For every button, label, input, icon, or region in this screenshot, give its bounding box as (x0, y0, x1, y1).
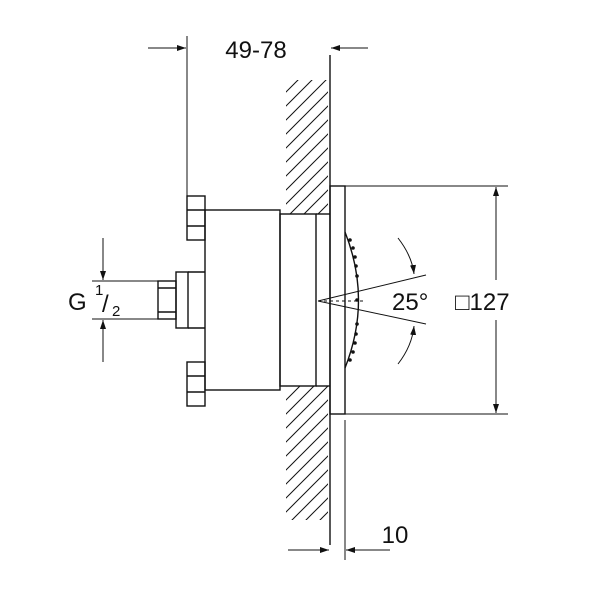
wall-hatch-bottom (286, 386, 328, 520)
angle-arrow-lower (397, 325, 417, 365)
cover-plate (329, 185, 346, 415)
spray-line-lower (317, 300, 427, 325)
spray-angle (317, 237, 427, 365)
spray-line-upper (317, 274, 427, 302)
inlet-shoulder (175, 271, 189, 329)
depth-range-label: 49-78 (225, 37, 286, 64)
top-lug (186, 195, 206, 241)
thread-label: G 1 / 2 (68, 282, 120, 320)
thread-prefix: G (68, 289, 87, 316)
wall-section (286, 55, 346, 560)
valve-body (204, 209, 281, 391)
dim-thread (92, 238, 158, 362)
angle-arrow-upper (397, 237, 416, 275)
valve-collar (279, 213, 317, 387)
thread-denominator: 2 (112, 303, 120, 320)
thread-slash: / (102, 291, 109, 318)
wall-offset-label: 10 (382, 522, 409, 549)
spray-angle-label: 25° (392, 289, 428, 316)
wall-hatch-top (286, 80, 328, 214)
nozzle-dots (348, 238, 359, 362)
thread-numerator: 1 (95, 282, 103, 299)
dim-depth-range (148, 36, 368, 196)
shower-plate (329, 185, 360, 415)
dim-plate-size (345, 185, 508, 415)
inlet-thread (157, 280, 177, 320)
fitting-body (157, 195, 330, 407)
bottom-lug (186, 361, 206, 407)
plate-size-label: □127 (455, 289, 510, 316)
